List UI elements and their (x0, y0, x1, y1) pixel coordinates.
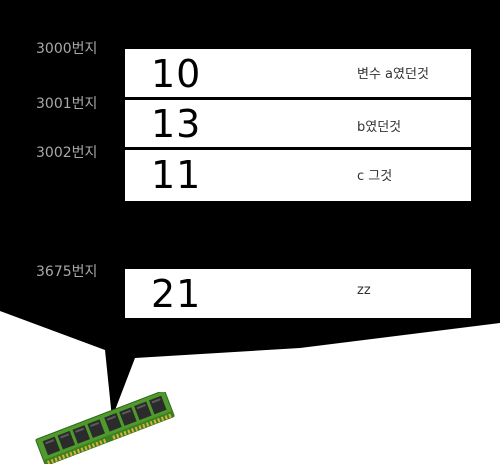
address-label-3675: 3675번지 (36, 264, 98, 280)
memory-cell-3002: 11 c 그것 (125, 150, 471, 201)
memory-variable-label: c 그것 (357, 169, 393, 184)
address-label-3002: 3002번지 (36, 145, 98, 161)
memory-variable-label: 변수 a였던것 (357, 67, 429, 82)
memory-value: 21 (151, 272, 202, 316)
address-label-3000: 3000번지 (36, 41, 98, 57)
ram-module-icon (35, 392, 175, 464)
memory-value: 11 (151, 153, 202, 197)
address-label-3001: 3001번지 (36, 96, 98, 112)
memory-value: 13 (151, 102, 202, 146)
memory-variable-label: b였던것 (357, 120, 402, 135)
memory-variable-label: zz (357, 283, 371, 298)
memory-cell-3000: 10 변수 a였던것 (125, 49, 471, 97)
memory-cell-3001: 13 b였던것 (125, 100, 471, 147)
memory-value: 10 (151, 52, 202, 96)
memory-cell-3675: 21 zz (125, 269, 471, 318)
